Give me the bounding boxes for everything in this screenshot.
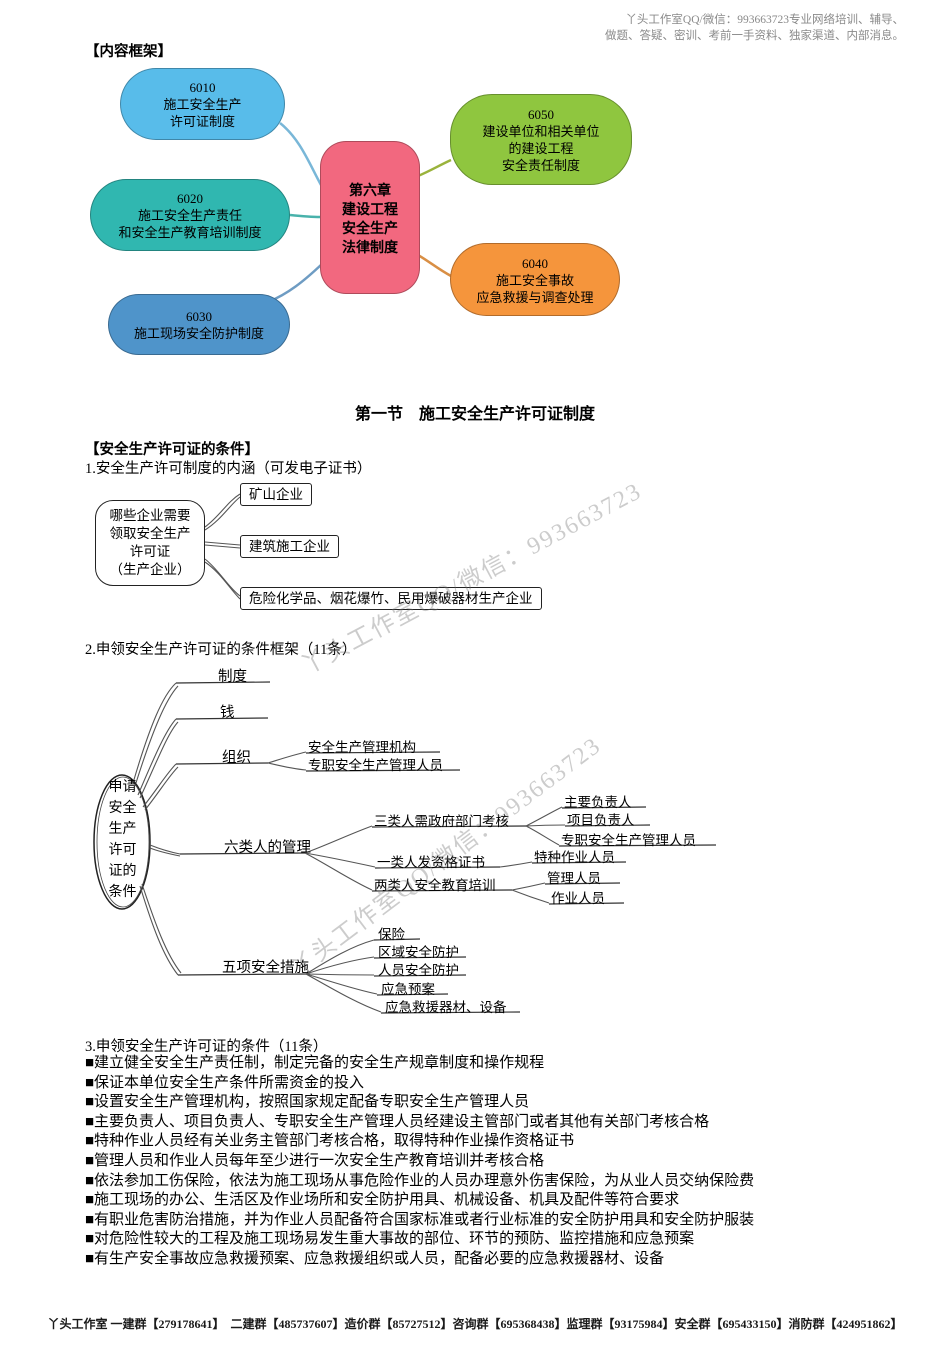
content-framework-label: 【内容框架】 <box>85 44 172 60</box>
framework-node-6020: 6020 施工安全生产责任 和安全生产教育培训制度 <box>90 179 290 251</box>
node-code: 6010 <box>189 80 216 95</box>
branch-one-certified: 一类人发资格证书 <box>377 855 485 870</box>
item1-title: 1.安全生产许可制度的内涵（可发电子证书） <box>85 461 372 477</box>
framework-node-6010: 6010 施工安全生产 许可证制度 <box>120 68 285 140</box>
chapter-framework-map: 6010 施工安全生产 许可证制度 6020 施工安全生产责任 和安全生产教育培… <box>0 55 950 385</box>
framework-node-6040: 6040 施工安全事故 应急救援与调查处理 <box>450 243 620 316</box>
leaf-workers: 作业人员 <box>551 891 605 906</box>
enterprise-types-diagram: 哪些企业需要 领取安全生产 许可证 （生产企业） 矿山企业 建筑施工企业 危险化… <box>0 475 950 630</box>
leaf-hazardous: 危险化学品、烟花爆竹、民用爆破器材生产企业 <box>240 587 542 610</box>
mindmap-root: 申请 安全 生产 许可 证的 条件 <box>96 777 149 903</box>
footer-groups: 丫头工作室 一建群【279178641】 二建群【485737607】造价群【8… <box>47 1317 903 1331</box>
leaf-emergency-plan: 应急预案 <box>381 982 435 997</box>
bullet-item: ■依法参加工伤保险，依法为施工现场从事危险作业的人员办理意外伤害保险，为从业人员… <box>85 1172 755 1189</box>
bullet-item: ■建立健全安全生产责任制，制定完备的安全生产规章制度和操作规程 <box>85 1055 545 1071</box>
bullet-item: ■主要负责人、项目负责人、专职安全生产管理人员经建设主管部门或者其他有关部门考核… <box>85 1113 710 1130</box>
item2-title: 2.申领安全生产许可证的条件框架（11条） <box>85 642 357 658</box>
leaf-insurance: 保险 <box>378 927 405 942</box>
leaf-construction: 建筑施工企业 <box>240 535 339 558</box>
node-text: 第六章 <box>349 184 391 199</box>
bullet-item: ■保证本单位安全生产条件所需资金的投入 <box>85 1074 365 1091</box>
root-line: 领取安全生产 <box>109 526 191 541</box>
branch-org-agency: 安全生产管理机构 <box>308 740 416 755</box>
leaf-mining: 矿山企业 <box>240 483 312 506</box>
node-text: 安全责任制度 <box>501 158 580 173</box>
node-text: 许可证制度 <box>169 114 235 129</box>
bullet-item: ■特种作业人员经有关业务主管部门考核合格，取得特种作业操作资格证书 <box>85 1133 575 1150</box>
node-text: 和安全生产教育培训制度 <box>118 225 262 240</box>
branch-organization: 组织 <box>222 750 251 766</box>
bullet-item: ■有生产安全事故应急救援预案、应急救援组织或人员，配备必要的应急救援器材、设备 <box>85 1250 665 1267</box>
node-code: 6030 <box>186 309 212 324</box>
node-code: 6050 <box>528 107 554 122</box>
leaf-managers: 管理人员 <box>547 871 601 886</box>
leaf-area-protection: 区域安全防护 <box>378 945 459 960</box>
root-line: 生产 <box>108 822 137 837</box>
section-title: 第一节 施工安全生产许可证制度 <box>354 406 595 423</box>
framework-node-chapter6: 第六章 建设工程 安全生产 法律制度 <box>320 141 420 294</box>
header-watermark-line: 丫头工作室QQ/微信：993663723专业网络培训、辅导、 <box>625 14 904 26</box>
framework-node-6030: 6030 施工现场安全防护制度 <box>108 294 290 355</box>
leaf-main-person: 主要负责人 <box>564 795 632 810</box>
diagram1-connectors <box>204 493 241 600</box>
bullet-item: ■施工现场的办公、生活区及作业场所和安全防护用具、机械设备、机具及配件等符合要求 <box>85 1192 680 1209</box>
leaf-personnel-protection: 人员安全防护 <box>378 963 459 978</box>
mindmap-connectors <box>93 681 717 1014</box>
node-text: 应急救援与调查处理 <box>476 290 594 305</box>
root-line: 许可 <box>108 843 137 858</box>
bullet-item: ■对危险性较大的工程及施工现场易发生重大事故的部位、环节的预防、监控措施和应急预… <box>85 1231 695 1248</box>
node-text: 建设工程 <box>342 203 398 218</box>
root-line: 申请 <box>108 780 137 795</box>
node-text: 施工现场安全防护制度 <box>133 326 264 341</box>
node-text: 的建设工程 <box>508 141 574 156</box>
branch-money: 钱 <box>220 705 235 721</box>
root-line: （生产企业） <box>109 562 191 577</box>
header-watermark: 丫头工作室QQ/微信：993663723专业网络培训、辅导、 做题、答疑、密训、… <box>605 12 904 44</box>
node-text: 施工安全生产责任 <box>137 208 242 223</box>
root-line: 条件 <box>108 885 137 900</box>
leaf-special-workers: 特种作业人员 <box>534 850 615 865</box>
branch-org-fulltime-staff: 专职安全生产管理人员 <box>308 758 443 773</box>
branch-system: 制度 <box>218 669 247 685</box>
node-code: 6020 <box>177 191 203 206</box>
header-watermark-line: 做题、答疑、密训、考前一手资料、独家渠道、内部消息。 <box>605 30 904 42</box>
branch-five-measures: 五项安全措施 <box>222 960 309 976</box>
node-text: 建设单位和相关单位 <box>482 124 600 139</box>
leaf-rescue-equipment: 应急救援器材、设备 <box>385 1000 507 1015</box>
node-text: 安全生产 <box>342 222 398 237</box>
conditions-bullet-list: ■建立健全安全生产责任制，制定完备的安全生产规章制度和操作规程 ■保证本单位安全… <box>85 1054 895 1270</box>
bullet-item: ■管理人员和作业人员每年至少进行一次安全生产教育培训并考核合格 <box>85 1152 545 1169</box>
root-line: 安全 <box>108 801 137 816</box>
branch-two-trained: 两类人安全教育培训 <box>374 878 496 893</box>
bullet-item: ■设置安全生产管理机构，按照国家规定配备专职安全生产管理人员 <box>85 1094 530 1111</box>
bullet-item: ■有职业危害防治措施，并为作业人员配备符合国家标准或者行业标准的安全防护用具和安… <box>85 1211 755 1228</box>
conditions-mindmap: 申请 安全 生产 许可 证的 条件 制度 钱 组织 安全生产管理机构 专职安全生… <box>0 655 950 1025</box>
node-text: 法律制度 <box>342 241 398 256</box>
node-code: 6040 <box>522 256 548 271</box>
diagram1-root-node: 哪些企业需要 领取安全生产 许可证 （生产企业） <box>95 500 205 586</box>
branch-six-categories: 六类人的管理 <box>224 840 311 856</box>
conditions-heading: 【安全生产许可证的条件】 <box>85 442 259 458</box>
root-line: 证的 <box>108 864 137 879</box>
branch-three-assessed: 三类人需政府部门考核 <box>374 814 509 829</box>
framework-node-6050: 6050 建设单位和相关单位 的建设工程 安全责任制度 <box>450 94 632 185</box>
node-text: 施工安全事故 <box>495 273 574 288</box>
leaf-project-person: 项目负责人 <box>567 813 635 828</box>
root-line: 许可证 <box>129 544 171 559</box>
leaf-fulltime-manager: 专职安全生产管理人员 <box>561 833 696 848</box>
node-text: 施工安全生产 <box>163 97 242 112</box>
root-line: 哪些企业需要 <box>109 508 191 523</box>
item3-title: 3.申领安全生产许可证的条件（11条） <box>85 1039 328 1055</box>
